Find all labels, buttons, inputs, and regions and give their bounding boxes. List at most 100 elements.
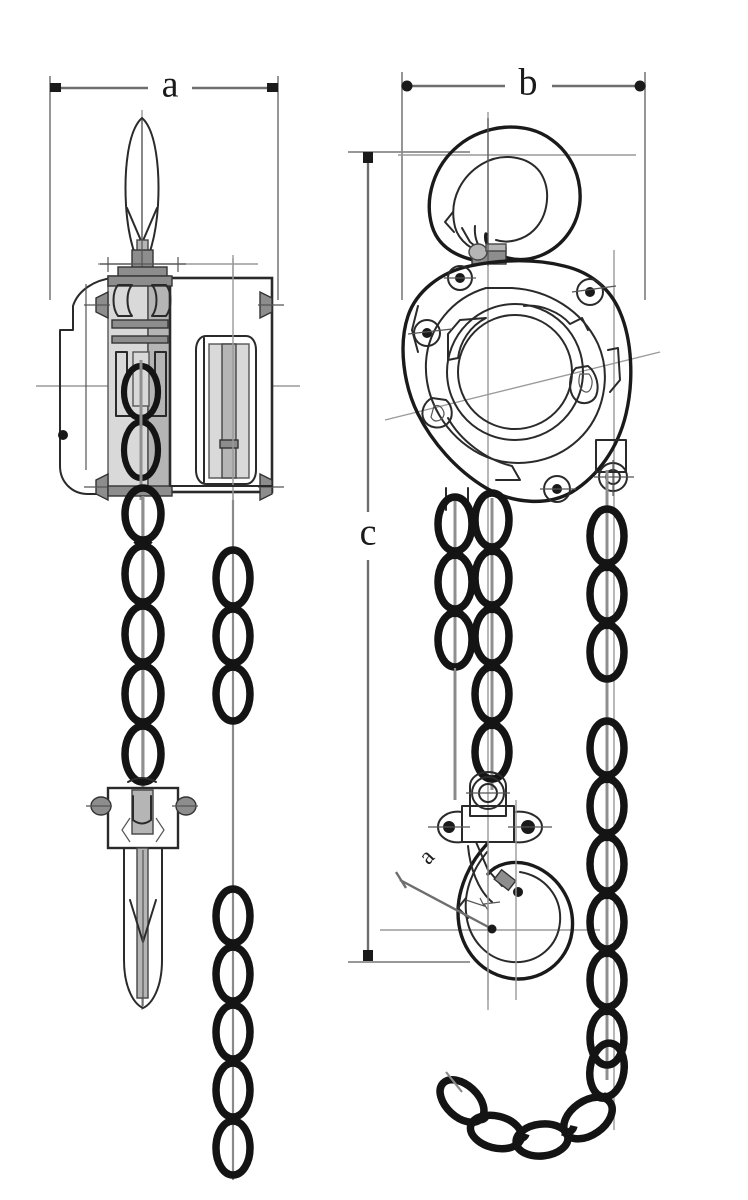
bottom-block-saddle bbox=[127, 777, 157, 783]
hand-chain-link bbox=[212, 605, 254, 667]
gear-cover-outline bbox=[401, 259, 633, 503]
chain-joint bbox=[482, 603, 502, 614]
loop-joint-2 bbox=[561, 1124, 578, 1137]
chain-joint bbox=[597, 889, 617, 900]
chain-joint bbox=[597, 1005, 617, 1016]
shroud-left-rivet bbox=[58, 430, 68, 440]
bottom-block-lug-left bbox=[428, 810, 470, 844]
chain-link bbox=[586, 717, 628, 779]
loop-joint-4 bbox=[472, 1114, 490, 1124]
right-hand-chain-column bbox=[586, 470, 628, 1080]
left-hand-chain bbox=[212, 500, 254, 1180]
hand-chain-link bbox=[212, 1059, 254, 1121]
wheel-pocket-left bbox=[421, 397, 453, 429]
hook-pivot-boss bbox=[468, 243, 488, 261]
fastener-top-left bbox=[444, 265, 476, 291]
chain-joint bbox=[445, 607, 465, 618]
hand-chain-link bbox=[212, 1117, 254, 1179]
chain-joint bbox=[133, 657, 153, 668]
brake-cylinder-core bbox=[221, 343, 237, 479]
bottom-block-arrow-left bbox=[121, 817, 131, 843]
gear-rib-lower bbox=[447, 417, 521, 481]
chain-joint bbox=[133, 597, 153, 608]
fastener-top-right bbox=[571, 278, 617, 306]
dim-a-detail-dot bbox=[487, 924, 497, 934]
right-hand-chain-loop bbox=[436, 1039, 628, 1160]
chain-guide-right-box bbox=[595, 439, 627, 473]
hand-wheel-outer-circle bbox=[446, 303, 584, 441]
load-chain-cross-links bbox=[133, 537, 153, 728]
dim-c-tick-bottom bbox=[363, 950, 373, 961]
brake-cylinder bbox=[195, 335, 257, 485]
chain-joint bbox=[133, 717, 153, 728]
left-load-chain bbox=[121, 484, 165, 790]
right-front-view: a bbox=[380, 112, 661, 1160]
bottom-block-lug-right bbox=[508, 810, 552, 844]
wheel-pocket-right bbox=[569, 365, 599, 404]
gear-rib-right bbox=[607, 347, 621, 393]
brake-cylinder-key bbox=[219, 439, 239, 449]
latch-arrow-left bbox=[465, 897, 486, 908]
bottom-block-core bbox=[131, 789, 154, 835]
hand-chain-link bbox=[212, 943, 254, 1005]
suspension-hook-inner bbox=[452, 156, 549, 255]
bottom-block-yoke bbox=[469, 771, 507, 817]
left-gear-housing bbox=[84, 258, 284, 502]
fastener-bottom bbox=[540, 475, 576, 503]
housing-top-rail bbox=[107, 275, 173, 287]
hand-chain-link bbox=[212, 885, 254, 947]
bottom-block-arrow-right bbox=[155, 817, 165, 843]
wheel-pocket-right-inner bbox=[578, 373, 593, 393]
gear-rib-left-edge bbox=[411, 305, 419, 353]
wheel-pocket-left-inner bbox=[430, 404, 445, 422]
dim-c-tick-top bbox=[363, 152, 373, 163]
chain-joint bbox=[597, 947, 617, 958]
fastener-head bbox=[576, 278, 604, 306]
hand-chain-link bbox=[212, 1001, 254, 1063]
dim-b-label: b bbox=[519, 62, 538, 104]
right-bottom-hook-block bbox=[428, 771, 575, 1000]
sprocket-pocket-left bbox=[112, 284, 133, 317]
dim-a-detail-leader bbox=[399, 878, 495, 932]
right-suspension-hook bbox=[427, 118, 582, 266]
chain-joint bbox=[482, 719, 502, 730]
dim-a-detail-tick bbox=[394, 871, 408, 889]
latch-block bbox=[493, 868, 517, 892]
left-side-view bbox=[36, 110, 300, 1180]
gear-cover-fasteners bbox=[407, 265, 634, 503]
hand-chain-link bbox=[212, 663, 254, 725]
dim-a-tick-right bbox=[267, 83, 278, 92]
housing-guide-lower bbox=[111, 335, 169, 344]
chain-joint bbox=[597, 773, 617, 784]
chain-link bbox=[471, 489, 513, 551]
shroud-left-outline bbox=[59, 277, 113, 495]
chain-joint bbox=[597, 619, 617, 630]
dim-a-tick-left bbox=[50, 83, 61, 92]
dimension-a-group: a bbox=[49, 64, 279, 300]
fastener-left bbox=[407, 319, 453, 347]
gear-cover-inner-ring bbox=[424, 287, 606, 464]
dim-b-dot-left bbox=[401, 80, 413, 92]
suspension-hook-notch bbox=[444, 211, 455, 233]
bottom-block-slot bbox=[132, 795, 152, 825]
bottom-hook-inner bbox=[464, 851, 562, 964]
chain-joint bbox=[482, 545, 502, 556]
fastener-core bbox=[422, 328, 432, 338]
dimension-b-group: b bbox=[401, 62, 646, 300]
left-shroud bbox=[58, 277, 113, 495]
chain-joint bbox=[445, 549, 465, 560]
chain-joint bbox=[133, 537, 153, 548]
dim-a-label: a bbox=[162, 64, 179, 106]
housing-guide-upper bbox=[111, 319, 169, 329]
chain-joint bbox=[597, 831, 617, 842]
chain-link bbox=[586, 505, 628, 567]
right-gear-cover-body bbox=[401, 259, 634, 511]
hook-pin-bar bbox=[485, 243, 507, 252]
fastener-axis bbox=[571, 285, 617, 293]
sprocket-pocket-right bbox=[151, 284, 172, 317]
loop-joint-3 bbox=[513, 1132, 530, 1143]
latch-pin bbox=[513, 887, 523, 897]
